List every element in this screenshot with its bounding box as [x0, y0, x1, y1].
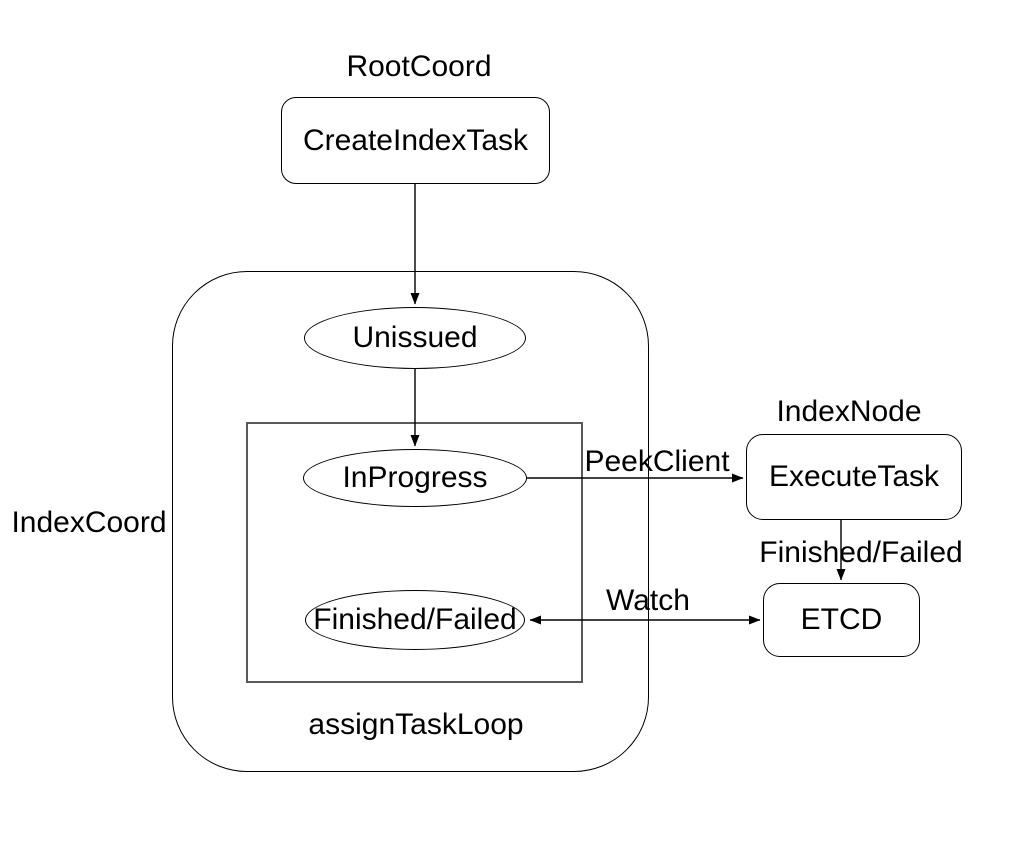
- etcd-node: ETCD: [763, 583, 920, 657]
- finished-failed-edge-label: Finished/Failed: [759, 536, 963, 569]
- in-progress-state-label: InProgress: [342, 461, 488, 494]
- index-coord-label: IndexCoord: [11, 506, 167, 539]
- unissued-state-node: Unissued: [304, 307, 526, 369]
- watch-edge-label: Watch: [606, 584, 690, 617]
- assign-task-loop-label: assignTaskLoop: [308, 708, 524, 741]
- etcd-label: ETCD: [800, 603, 883, 636]
- root-coord-label: RootCoord: [346, 50, 492, 83]
- finished-failed-state-node: Finished/Failed: [305, 590, 525, 650]
- execute-task-node: ExecuteTask: [746, 434, 962, 520]
- create-index-task-label: CreateIndexTask: [302, 123, 529, 157]
- index-coord-container: [172, 271, 649, 772]
- execute-task-label: ExecuteTask: [768, 460, 940, 493]
- index-node-label: IndexNode: [776, 395, 922, 428]
- unissued-state-label: Unissued: [352, 321, 478, 354]
- finished-failed-state-label: Finished/Failed: [313, 603, 517, 636]
- in-progress-state-node: InProgress: [303, 449, 527, 507]
- create-index-task-node: CreateIndexTask: [281, 97, 550, 184]
- peek-client-edge-label: PeekClient: [584, 445, 730, 478]
